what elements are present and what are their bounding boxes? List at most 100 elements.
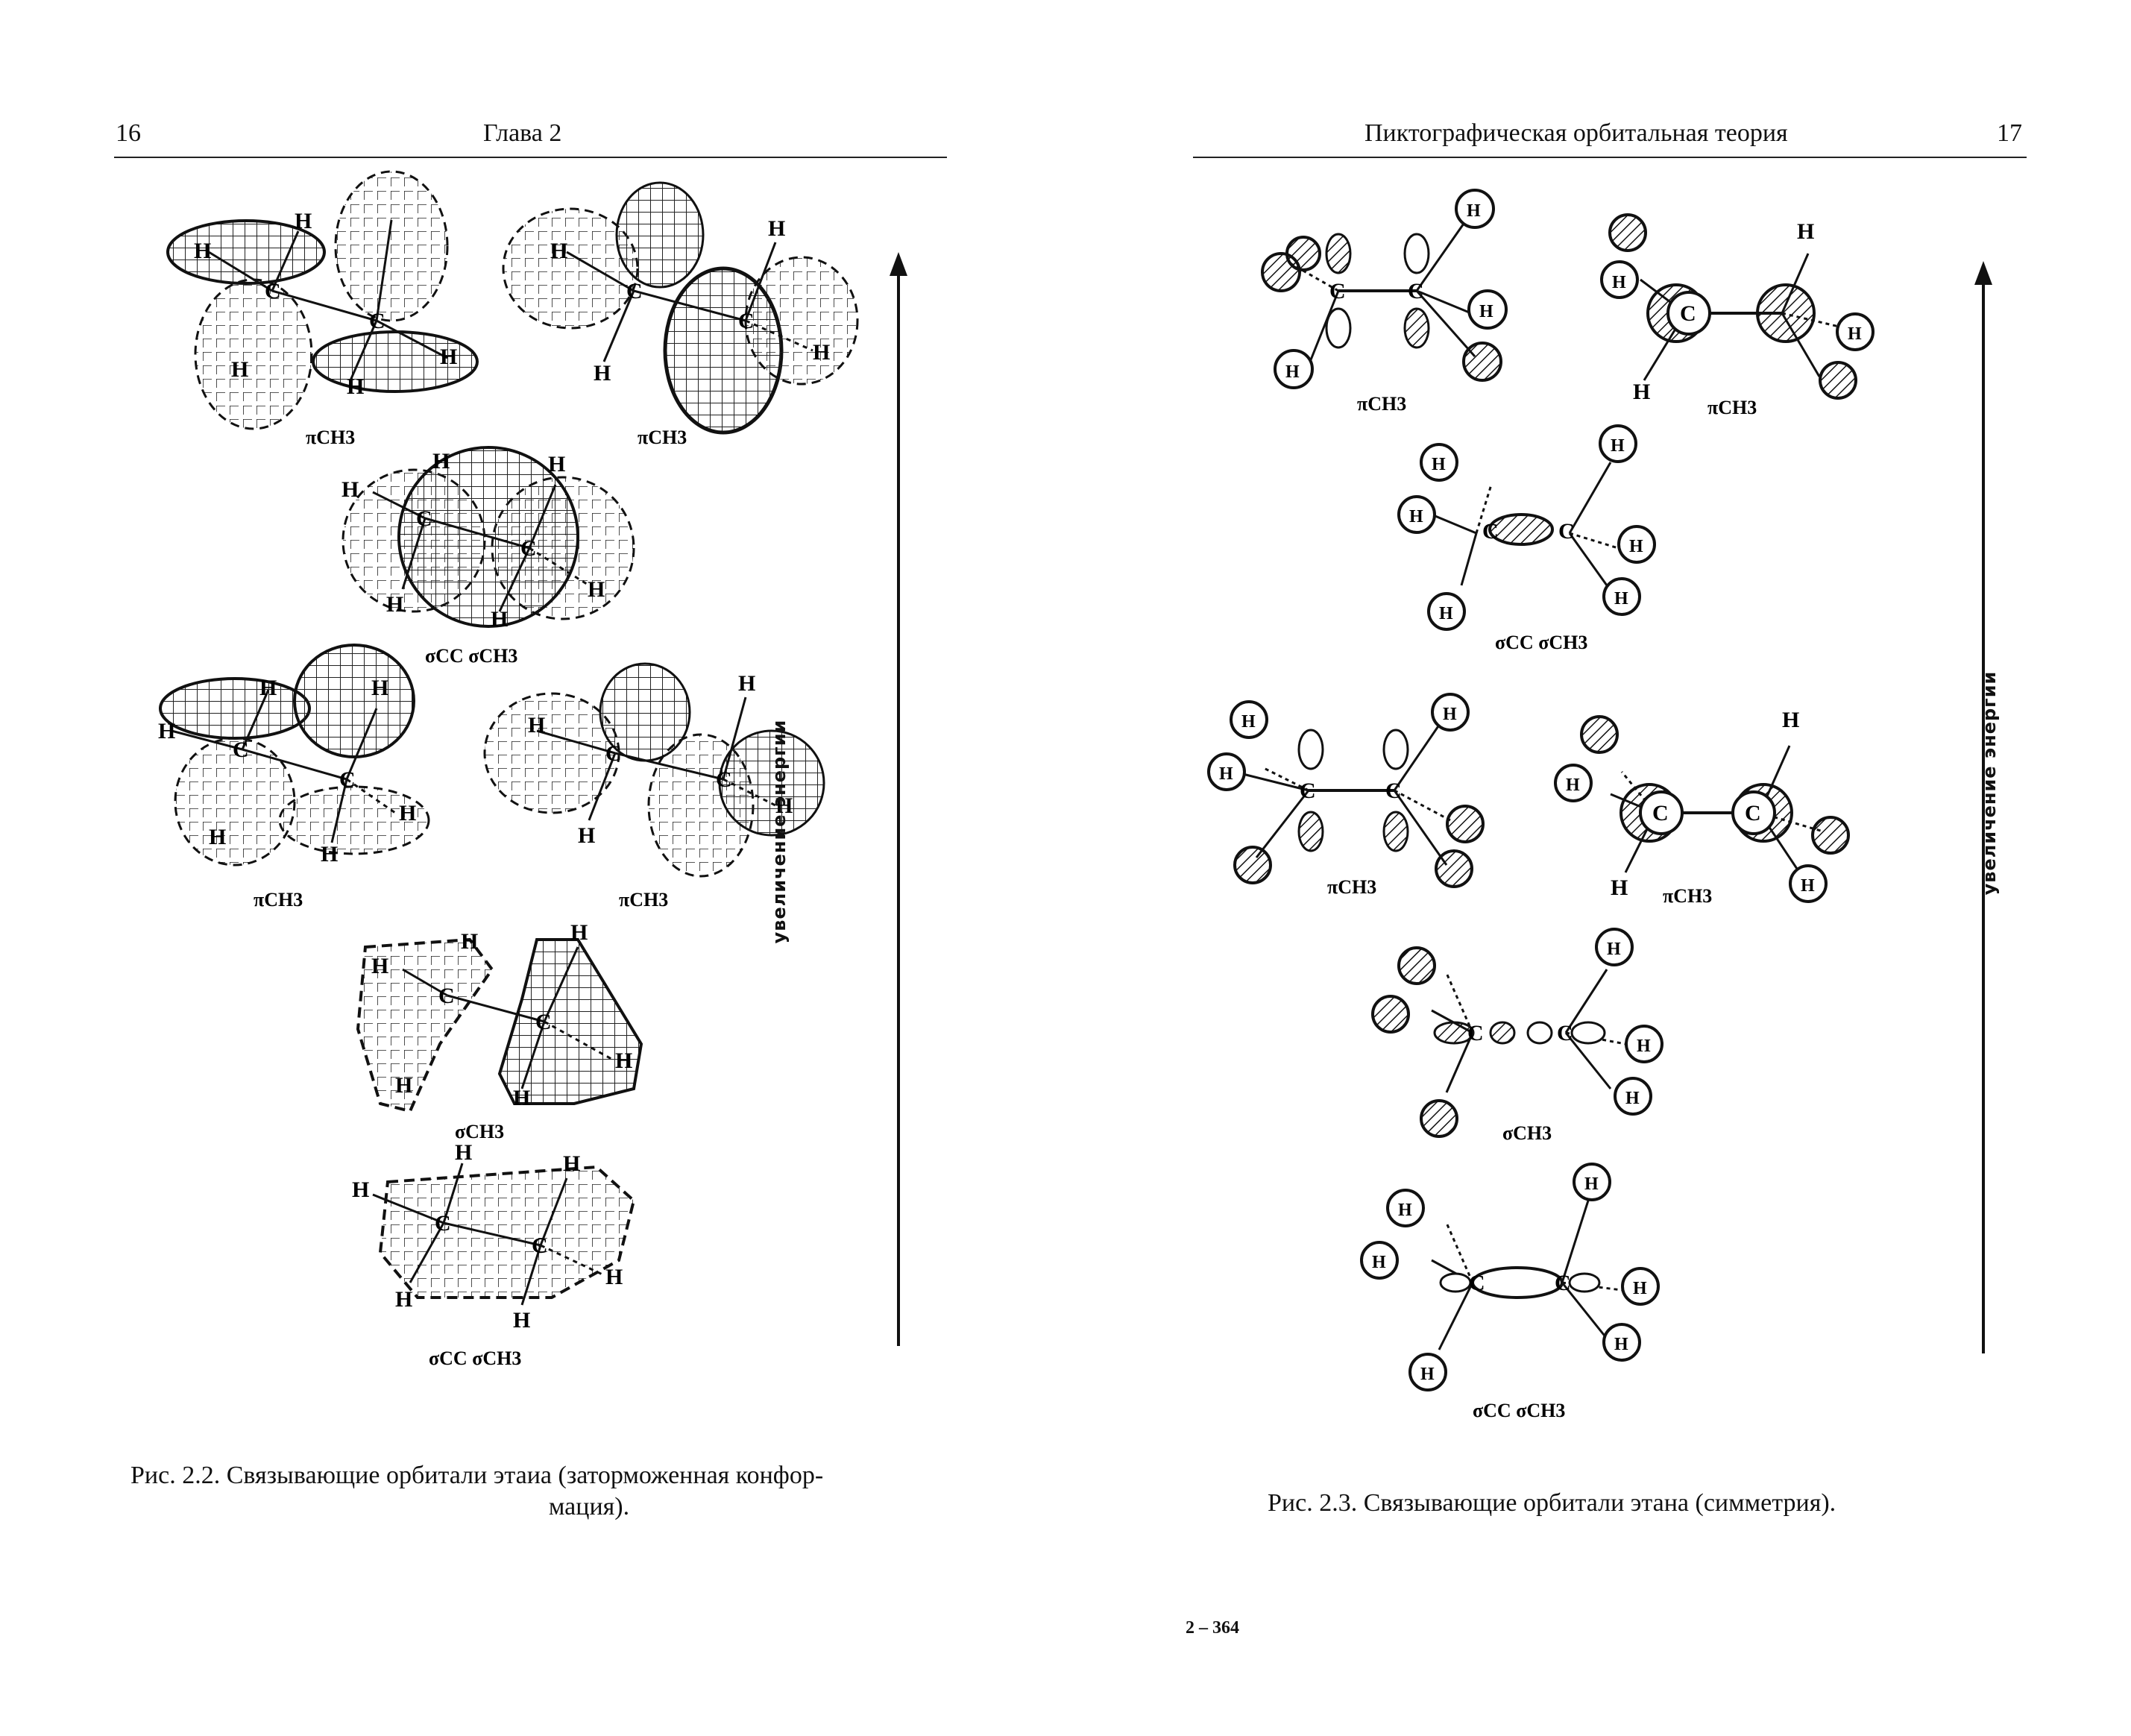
orbital-lobe [718,729,825,837]
atom-label: H [1219,764,1233,784]
atom-label: H [371,676,388,700]
atom-label: C [738,309,755,333]
atom-label: H [1611,875,1628,900]
atom-label: H [461,929,478,954]
atom-label: H [513,1086,530,1110]
molecule-label: πCH3 [1663,885,1712,907]
atom-label: H [259,676,277,700]
right-energy-axis-arrow [1974,261,1992,1353]
right-pictographic-figure: C C H H H πCH3 C H H H H πCH3 [1207,189,1992,1421]
right-page-number: 17 [1997,119,2022,147]
footer-signature: 2 – 364 [1186,1618,1239,1638]
left-molecule-2: H C C H H H [502,181,859,435]
atom-label: H [432,449,450,474]
atom-label: H [399,801,416,825]
molecule-label: σCC σCH3 [429,1347,521,1369]
right-molecule-6: C C H H H [1371,928,1663,1138]
atom-label: C [1745,801,1761,825]
atom-label: C [233,738,249,762]
atom-label: H [1439,604,1453,623]
left-molecule-1: H H C C H H H [166,170,479,430]
left-molecule-3: H H H C C H H H [341,446,635,632]
molecule-label: πCH3 [1707,397,1757,418]
atom-label: H [1398,1201,1412,1220]
atom-label: H [1566,776,1580,795]
atom-label: H [352,1177,369,1202]
atom-label: H [1584,1174,1599,1194]
atom-label: H [341,477,359,502]
orbital-lobe [159,677,311,740]
left-running-head: Глава 2 [483,119,562,147]
atom-label: H [440,345,457,369]
atom-label: H [395,1073,412,1098]
molecule-label: πCH3 [1327,876,1376,898]
molecule-label: πCH3 [1357,393,1406,415]
right-figure-caption: Рис. 2.3. Связывающие орбитали этана (си… [1268,1489,1836,1517]
right-molecule-7: C C H H H H H H [1360,1163,1660,1391]
atom-label: H [321,842,338,867]
left-molecule-7: H H H C C H H H [352,1140,636,1333]
atom-label: H [738,671,755,696]
atom-label: C [1482,519,1499,544]
right-running-head: Пиктографическая орбитальная теория [1364,119,1788,147]
molecule-label: σCC σCH3 [425,645,517,667]
atom-label: H [194,239,211,263]
atom-label: H [1479,302,1493,321]
atom-label: H [1614,1335,1628,1354]
left-caption-line-2: мация). [548,1493,630,1520]
left-header-rule [114,157,947,158]
atom-label: H [1801,876,1815,896]
left-figure-caption: Рис. 2.2. Связывающие орбитали этаиа (за… [130,1460,936,1523]
atom-label: C [1680,301,1696,326]
atom-label: C [626,279,643,304]
orbital-lobe [378,1165,636,1299]
atom-label: H [395,1287,412,1312]
left-energy-axis-arrow [890,252,907,1346]
atom-label: H [1612,273,1626,292]
atom-label: C [605,741,622,766]
right-molecule-3: C C H H H H H H [1397,424,1656,631]
atom-label: C [1555,1271,1571,1295]
molecule-label: σCC σCH3 [1473,1400,1565,1421]
atom-label: C [1300,779,1316,803]
atom-label: H [371,954,388,978]
atom-label: H [209,825,226,849]
atom-label: C [435,1211,451,1236]
atom-label: H [528,713,545,738]
molecule-label: πCH3 [254,889,303,911]
left-page-number: 16 [116,119,141,147]
atom-label: C [416,506,432,531]
right-molecule-2: C H H H H [1600,213,1875,404]
atom-label: C [1467,1021,1484,1045]
molecule-label: πCH3 [306,427,355,448]
atom-label: H [513,1308,530,1333]
atom-label: H [1848,324,1862,344]
atom-label: H [1629,537,1643,556]
right-energy-axis-label: увеличение энергии [1979,670,2000,896]
atom-label: H [491,607,508,632]
left-caption-line-1: Рис. 2.2. Связывающие орбитали этаиа (за… [130,1462,824,1489]
atom-label: C [1652,801,1669,825]
atom-label: H [615,1048,632,1073]
right-molecule-1: C C H H H [1261,189,1508,389]
atom-label: H [1607,940,1621,959]
atom-label: H [295,209,312,233]
atom-label: H [347,374,364,399]
atom-label: C [1557,1021,1573,1045]
atom-label: C [1558,519,1575,544]
atom-label: H [1633,380,1650,404]
atom-label: H [594,361,611,386]
atom-label: C [265,279,281,304]
right-molecule-4: C C H H H [1207,693,1485,888]
atom-label: H [768,216,785,241]
atom-label: H [1432,455,1446,474]
atom-label: H [563,1151,580,1176]
atom-label: H [548,452,565,477]
molecule-label: πCH3 [638,427,687,448]
atom-label: H [1241,712,1256,732]
right-header-rule [1193,157,2027,158]
atom-label: C [532,1233,548,1258]
orbital-lobe [334,170,449,322]
atom-label: H [158,719,175,743]
atom-label: H [550,239,567,263]
